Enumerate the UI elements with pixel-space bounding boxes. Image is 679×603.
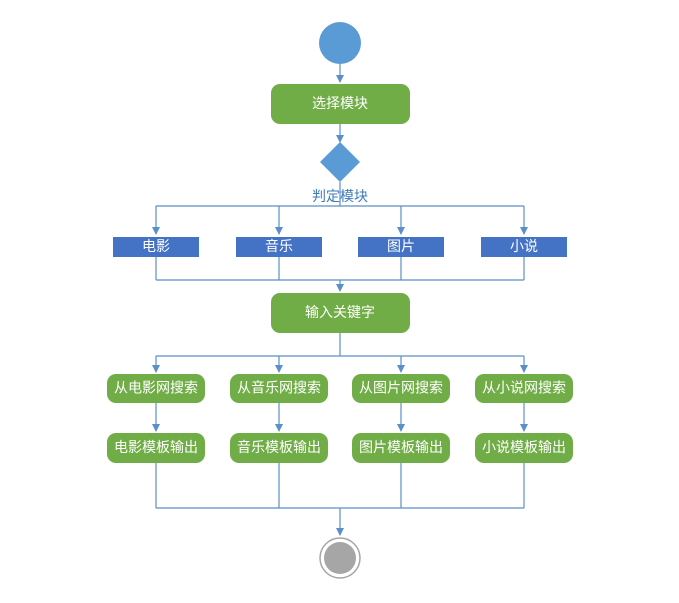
output-label: 图片模板输出 [359,440,443,456]
output-label: 电影模板输出 [114,440,198,456]
output-node: 小说模板输出 [475,433,573,463]
output-label: 音乐模板输出 [237,439,321,456]
search-label: 从小说网搜索 [482,380,566,397]
select-module-label: 选择模块 [312,96,368,112]
category-node: 音乐 [236,237,322,257]
flow-edges [152,64,528,536]
end-node [319,537,361,579]
output-label: 小说模板输出 [482,440,566,456]
category-row: 电影 音乐 图片 小说 [113,237,567,257]
category-node: 图片 [358,237,444,257]
search-label: 从电影网搜索 [114,380,198,397]
input-keyword-label: 输入关键字 [305,305,375,321]
category-node: 电影 [113,237,199,257]
search-row: 从电影网搜索 从音乐网搜索 从图片网搜索 从小说网搜索 [107,374,573,403]
category-label: 小说 [510,239,538,255]
search-label: 从图片网搜索 [359,380,443,397]
category-label: 电影 [142,239,170,255]
search-node: 从图片网搜索 [352,374,450,403]
output-node: 音乐模板输出 [230,433,328,463]
select-module-node: 选择模块 [271,84,410,124]
output-row: 电影模板输出 音乐模板输出 图片模板输出 小说模板输出 [107,433,573,463]
search-node: 从电影网搜索 [107,374,205,403]
decision-node [320,142,360,182]
start-node [319,22,361,64]
input-keyword-node: 输入关键字 [271,293,410,333]
output-node: 图片模板输出 [352,433,450,463]
decision-label: 判定模块 [312,189,368,205]
category-label: 图片 [387,239,415,255]
category-label: 音乐 [265,238,293,255]
category-node: 小说 [481,237,567,257]
search-node: 从音乐网搜索 [230,374,328,403]
search-label: 从音乐网搜索 [237,380,321,397]
output-node: 电影模板输出 [107,433,205,463]
search-node: 从小说网搜索 [475,374,573,403]
